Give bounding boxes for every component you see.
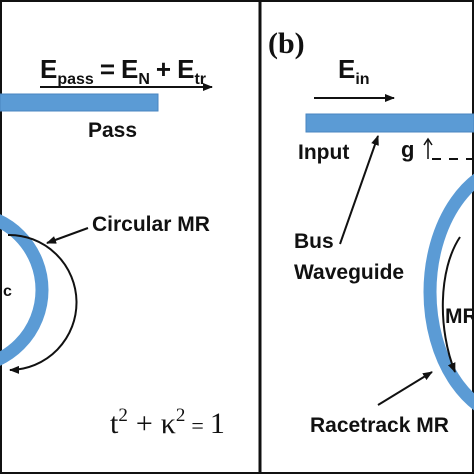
racetrack-mr-pointer: [377, 371, 433, 406]
racetrack-mr-label: Racetrack MR: [310, 414, 449, 437]
gap-label: g: [401, 137, 414, 162]
circulation-arrow: [7, 233, 78, 374]
racetrack-circulation-arrow: [441, 236, 461, 373]
bus-waveguide: [305, 113, 474, 133]
racetrack-ring: [423, 173, 474, 411]
circular-mr-pointer: [46, 227, 89, 244]
panel-b-label: (b): [268, 27, 305, 60]
bus-waveguide-label: Bus Waveguide: [294, 230, 404, 284]
panel-b: (b) Ein Input g Bus Waveguide MR Racetra…: [268, 27, 474, 437]
gap-tick-arrow: [423, 137, 433, 146]
input-field-label: Ein: [338, 54, 370, 88]
input-label: Input: [298, 141, 349, 164]
bus-waveguide-pointer: [339, 135, 379, 245]
racetrack-mr-partial-label: MR: [445, 305, 474, 328]
coupling-identity: t2+κ2=1: [110, 405, 225, 440]
pass-field-equation: Epass=EN+Etr: [40, 54, 206, 88]
coupling-label: c: [3, 283, 12, 300]
pass-waveguide: [0, 93, 159, 112]
panel-a: Epass=EN+Etr Pass c Circular MR t2+κ2=1: [0, 54, 225, 440]
circular-mr-label: Circular MR: [92, 213, 210, 236]
circular-ring: [0, 214, 49, 366]
pass-label: Pass: [88, 119, 137, 142]
